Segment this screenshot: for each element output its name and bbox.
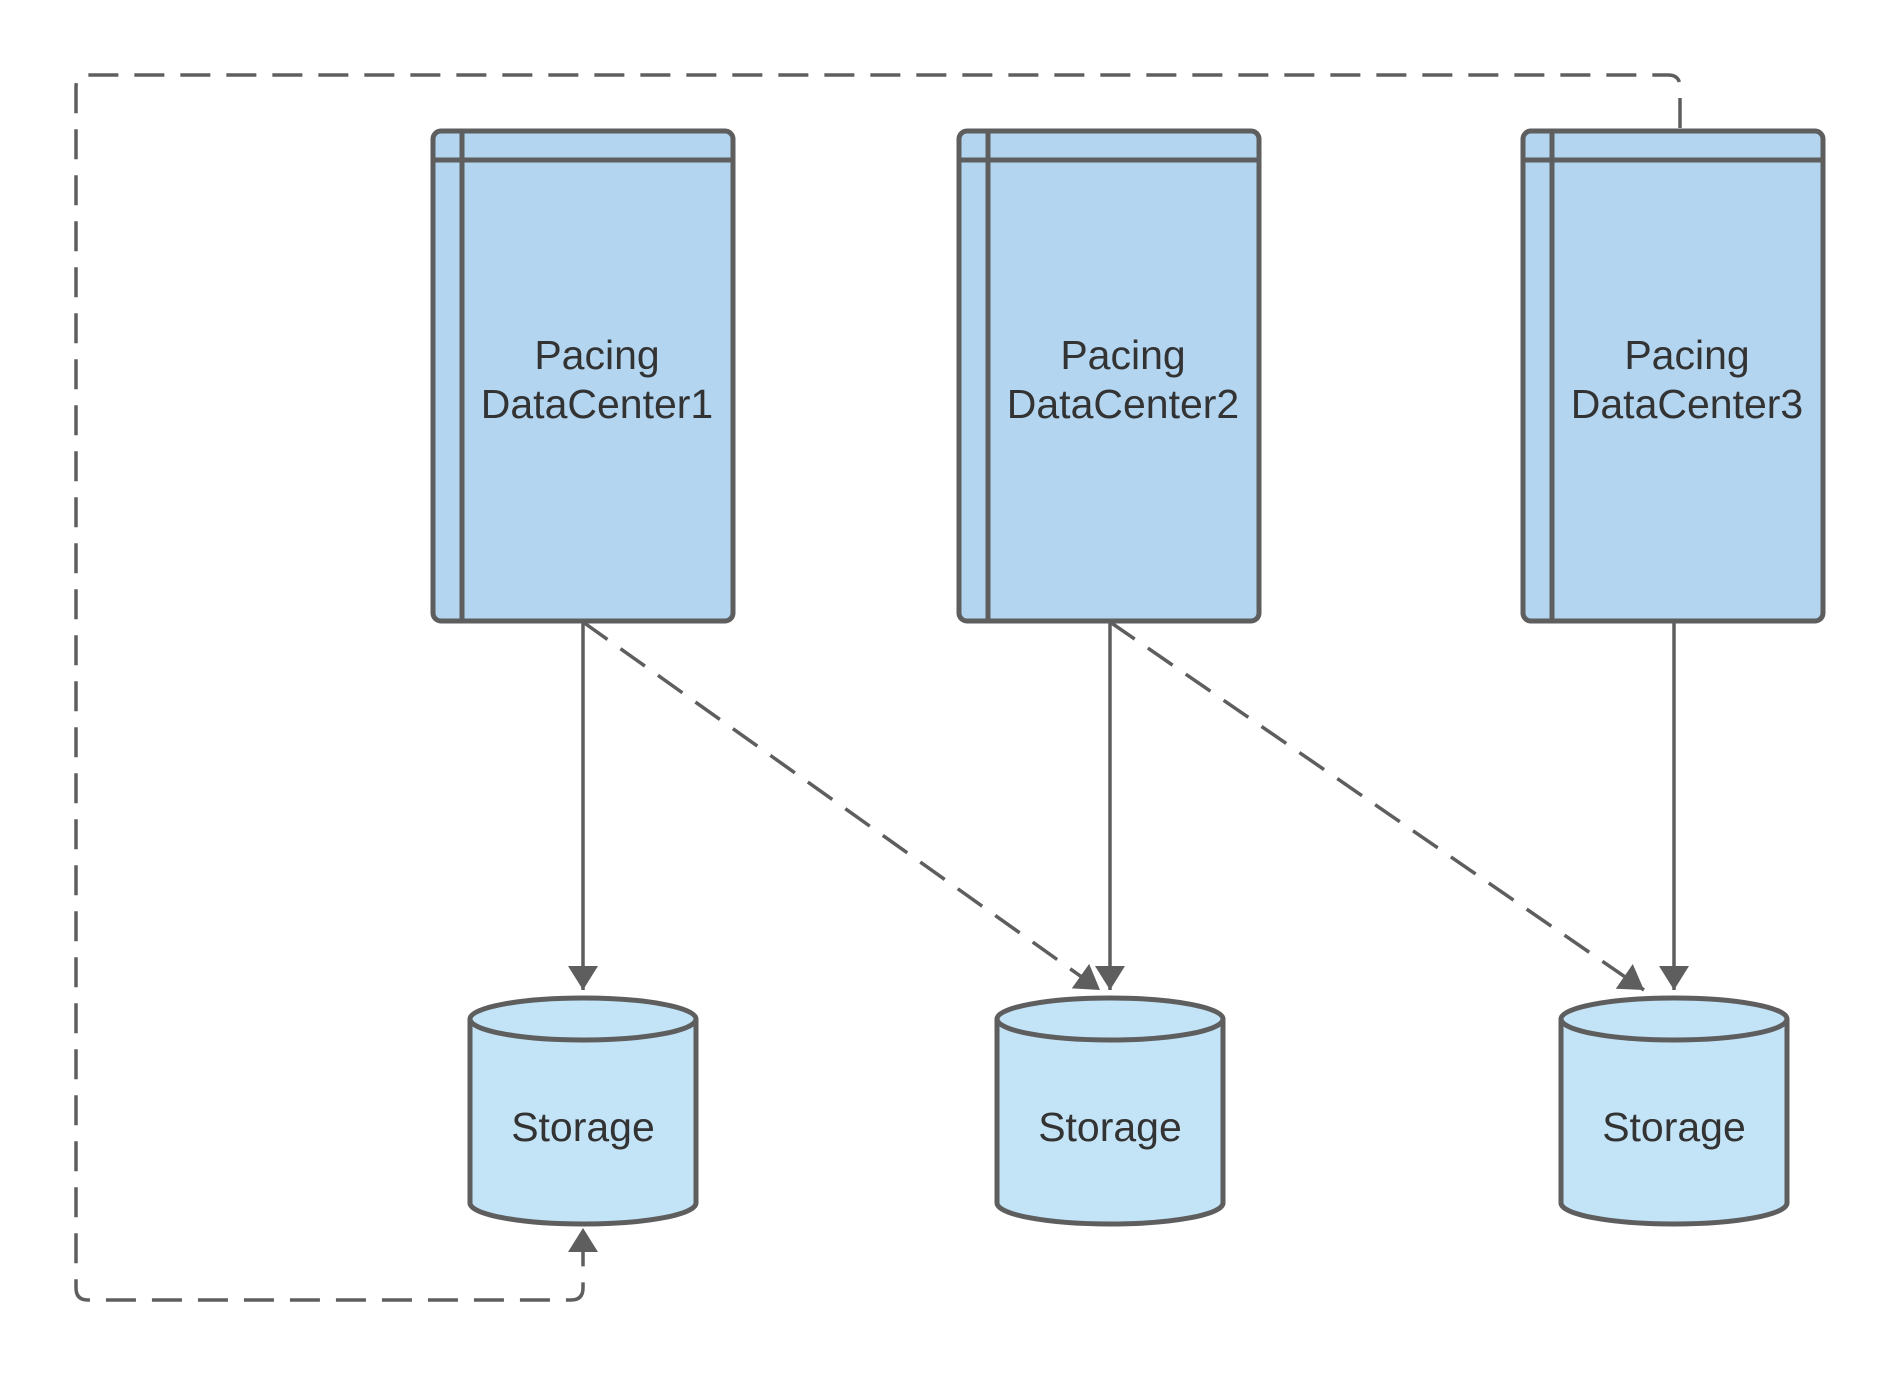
connector-dc1-storage2-dashed[interactable]	[581, 620, 1102, 992]
storage-node-3[interactable]: Storage	[1558, 995, 1790, 1227]
datacenter-label-line1: Pacing	[534, 332, 659, 378]
datacenter-node-1[interactable]: Pacing DataCenter1	[430, 128, 736, 624]
connector-dc3-storage1-dashed[interactable]	[74, 73, 1682, 1302]
datacenter-label-line2: DataCenter2	[1007, 381, 1239, 427]
connectors	[74, 73, 1689, 1302]
storage-label: Storage	[1602, 1104, 1746, 1150]
datacenter-node-2[interactable]: Pacing DataCenter2	[956, 128, 1262, 624]
datacenter-label-line2: DataCenter1	[481, 381, 713, 427]
storage-label: Storage	[511, 1104, 655, 1150]
datacenter-node-3[interactable]: Pacing DataCenter3	[1520, 128, 1826, 624]
connector-dc2-storage3-dashed[interactable]	[1109, 620, 1645, 992]
datacenter-label-line2: DataCenter3	[1571, 381, 1803, 427]
storage-node-2[interactable]: Storage	[994, 995, 1226, 1227]
datacenter-label-line1: Pacing	[1624, 332, 1749, 378]
datacenter-label-line1: Pacing	[1060, 332, 1185, 378]
storage-node-1[interactable]: Storage	[467, 995, 699, 1227]
storage-label: Storage	[1038, 1104, 1182, 1150]
